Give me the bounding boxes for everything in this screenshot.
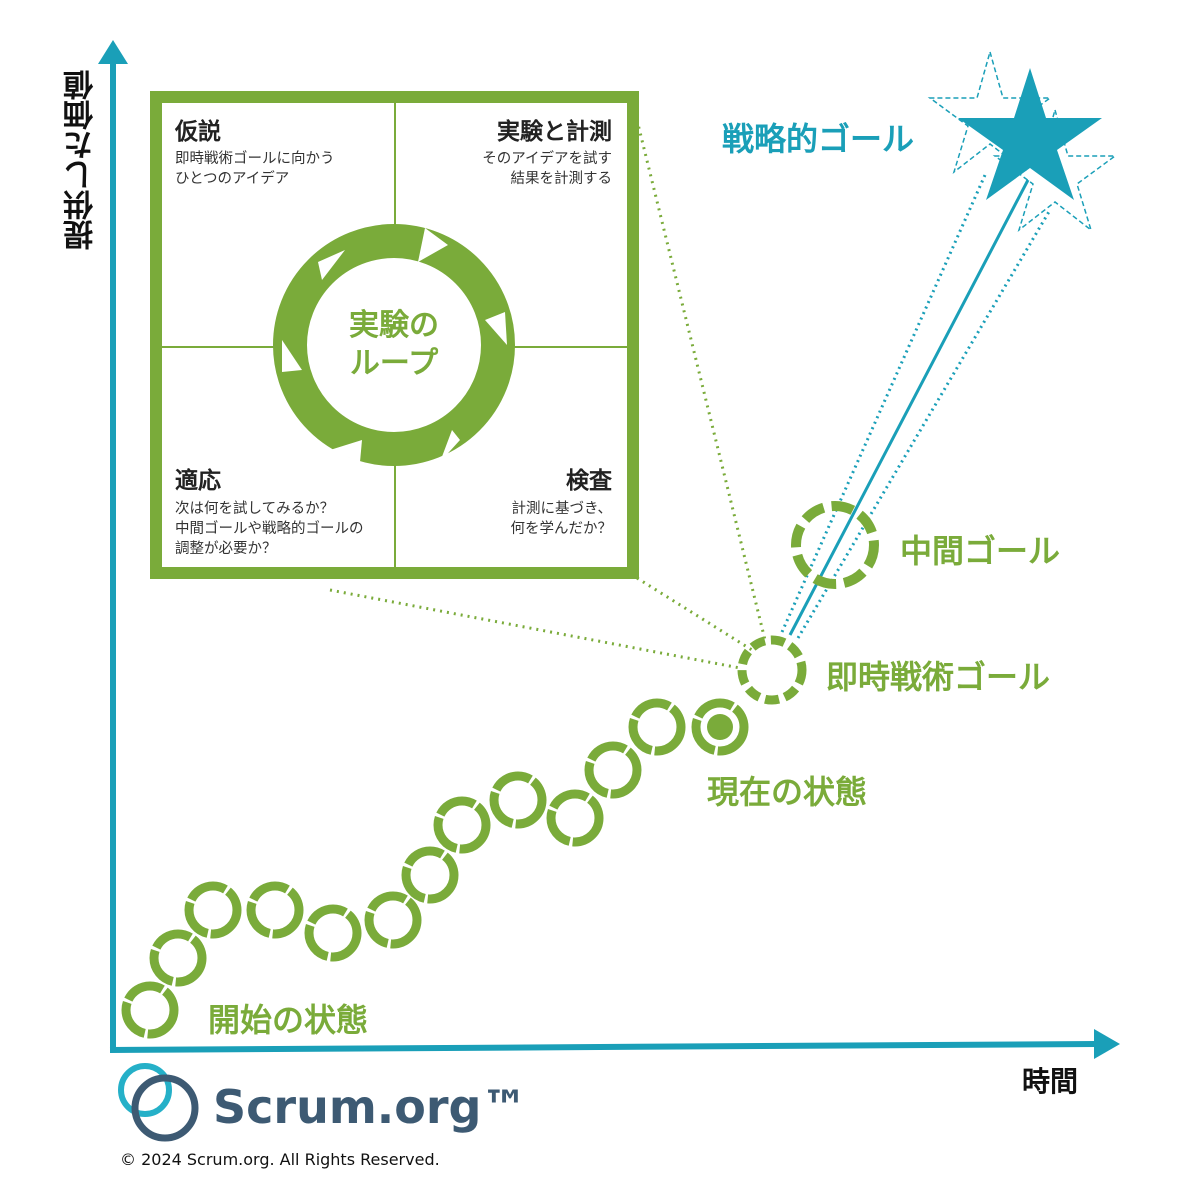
- quadrant-title-adapt: 適応: [175, 468, 221, 494]
- loop-center-label: 実験の ループ: [349, 308, 439, 381]
- strategic-goal-star-icon: [927, 49, 1118, 233]
- current-state-marker: [707, 714, 733, 740]
- step-circle: [149, 929, 207, 987]
- current-state-label: 現在の状態: [707, 773, 868, 811]
- step-circle: [184, 881, 242, 939]
- quadrant-title-hypothesis: 仮説: [175, 119, 221, 145]
- step-circle: [364, 891, 422, 949]
- step-circle: [546, 789, 604, 847]
- start-state-label: 開始の状態: [208, 1001, 369, 1039]
- current-state-circle: [691, 698, 749, 756]
- quadrant-text-adapt: 次は何を試してみるか？ 中間ゴールや戦略的ゴールの 調整が必要か？: [175, 501, 364, 557]
- step-circle: [246, 881, 304, 939]
- x-axis: [109, 1029, 1120, 1059]
- strategic-goal-label: 戦略的ゴール: [722, 120, 915, 158]
- x-axis-label: 時間: [1022, 1065, 1079, 1098]
- y-axis: [98, 40, 128, 1050]
- quadrant-text-inspect: 計測に基づき、 何を学んだか？: [510, 501, 613, 537]
- quadrant-title-experiment: 実験と計測: [497, 119, 612, 145]
- quadrant-text-hypothesis: 即時戦術ゴールに向かう ひとつのアイデア: [175, 151, 335, 187]
- strategic-trajectory: [780, 174, 1052, 639]
- step-circle: [121, 981, 179, 1039]
- logo-wordmark: Scrum.org™: [213, 1080, 528, 1134]
- y-axis-label: 提供した価値: [64, 70, 99, 250]
- step-circle: [489, 771, 547, 829]
- y-axis-arrow-icon: [98, 40, 128, 64]
- immediate-goal-label: 即時戦術ゴール: [826, 658, 1051, 696]
- quadrant-text-experiment: そのアイデアを試す 結果を計測する: [482, 151, 612, 187]
- experiment-loop-box: [150, 91, 639, 579]
- copyright-text: © 2024 Scrum.org. All Rights Reserved.: [120, 1150, 440, 1169]
- cycle-arrows-icon: [273, 224, 515, 466]
- intermediate-goal-circle: [791, 501, 879, 589]
- step-circle: [304, 904, 362, 962]
- immediate-goal-circle: [737, 635, 807, 705]
- zoom-connector-lines: [329, 119, 767, 670]
- step-circle: [433, 796, 491, 854]
- intermediate-goal-label: 中間ゴール: [900, 532, 1061, 570]
- step-circle: [401, 846, 459, 904]
- x-axis-arrow-icon: [1094, 1029, 1120, 1059]
- scrum-org-logo-icon: [118, 1063, 199, 1142]
- quadrant-title-inspect: 検査: [566, 468, 612, 494]
- step-circle: [584, 741, 642, 799]
- step-circle: [628, 698, 686, 756]
- progress-path: [121, 698, 749, 1039]
